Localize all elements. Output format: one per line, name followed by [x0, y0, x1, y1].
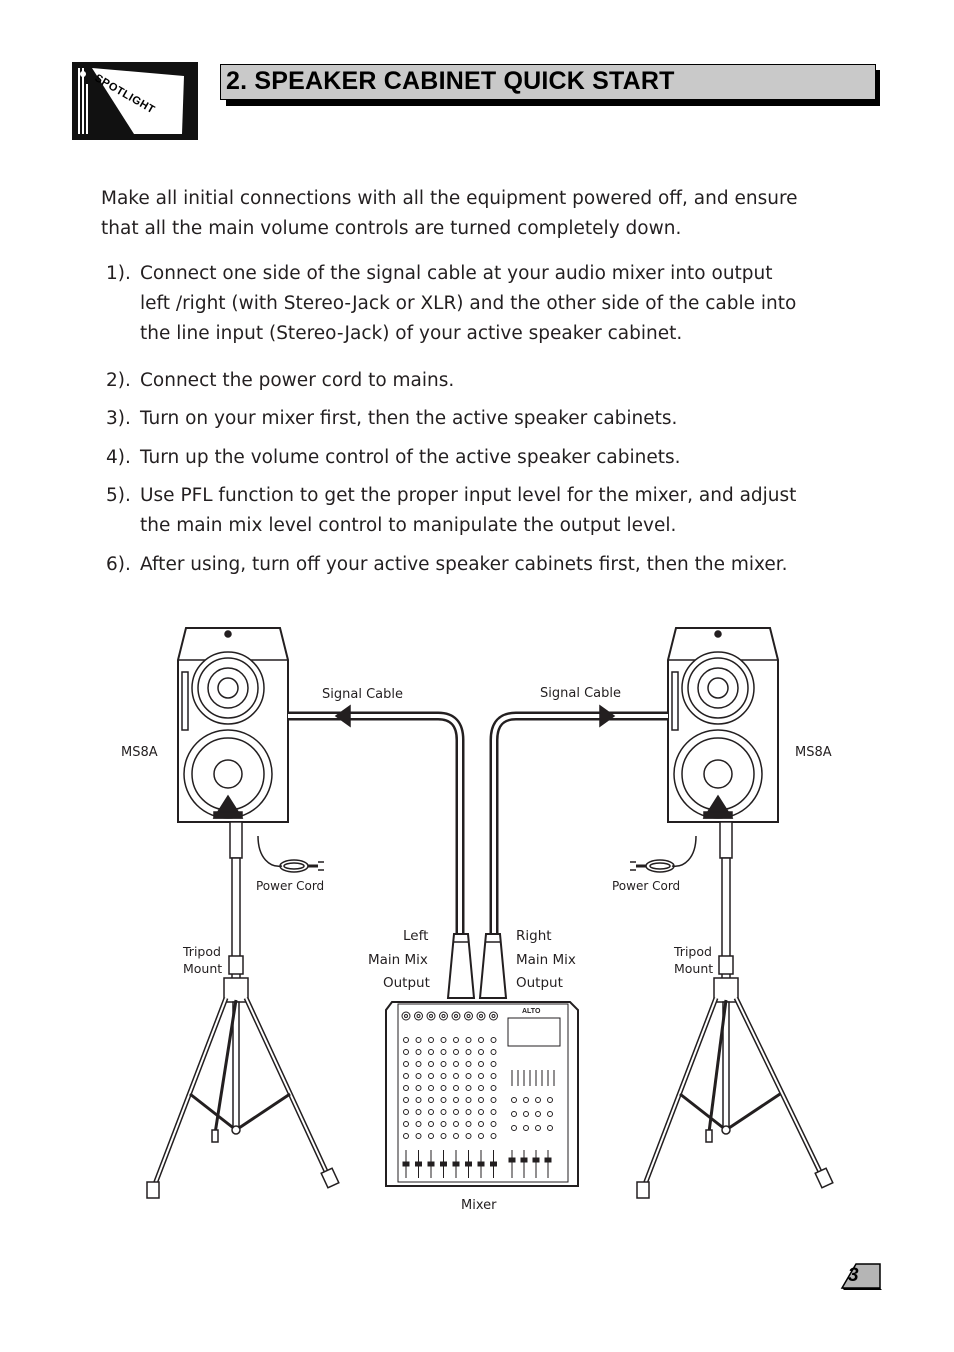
title-shadow	[875, 70, 880, 106]
left-tripod	[146, 821, 340, 1199]
title-bar	[220, 64, 876, 100]
intro-line: Make all initial connections with all th…	[101, 188, 798, 209]
left-output-label: Main Mix	[368, 952, 428, 968]
intro-paragraph: Make all initial connections with all th…	[101, 184, 798, 244]
speaker-model-label: MS8A	[795, 745, 832, 760]
step-number: 2).	[106, 370, 131, 391]
tripod-label: Tripod	[183, 944, 221, 959]
left-output-label: Output	[383, 975, 430, 991]
step-number: 3).	[106, 408, 131, 429]
step-number: 5).	[106, 485, 131, 506]
step-number: 4).	[106, 447, 131, 468]
right-signal-cable	[478, 704, 668, 999]
spotlight-logo: SPOTLIGHT	[72, 62, 198, 140]
step-text: After using, turn off your active speake…	[140, 554, 788, 575]
connection-diagram: ALTO	[146, 627, 834, 1199]
mixer: ALTO	[385, 1001, 579, 1187]
step-text: the main mix level control to manipulate…	[140, 515, 677, 536]
tripod-label: Mount	[674, 961, 714, 976]
right-power-cord	[630, 835, 697, 873]
right-tripod	[636, 821, 834, 1199]
step-text: left /right (with Stereo-Jack or XLR) an…	[140, 293, 797, 314]
step-text: Connect the power cord to mains.	[140, 370, 455, 391]
step-text: Turn up the volume control of the active…	[140, 447, 681, 468]
page-number: 3	[848, 1265, 859, 1286]
page-title: 2. SPEAKER CABINET QUICK START	[226, 67, 675, 95]
intro-line: that all the main volume controls are tu…	[101, 218, 682, 239]
right-speaker	[667, 627, 779, 823]
step-text: Use PFL function to get the proper input…	[140, 485, 797, 506]
left-signal-cable	[288, 704, 476, 999]
signal-cable-label: Signal Cable	[540, 686, 621, 701]
title-shadow	[226, 100, 880, 106]
tripod-label: Tripod	[674, 944, 712, 959]
step-text: Connect one side of the signal cable at …	[140, 263, 773, 284]
power-cord-label: Power Cord	[612, 879, 681, 893]
right-output-label: Output	[516, 975, 563, 991]
step-number: 6).	[106, 554, 131, 575]
signal-cable-label: Signal Cable	[322, 687, 403, 702]
mixer-brand: ALTO	[522, 1008, 541, 1015]
step-number: 1).	[106, 263, 131, 284]
step-text: Turn on your mixer first, then the activ…	[140, 408, 678, 429]
step-text: the line input (Stereo-Jack) of your act…	[140, 323, 683, 344]
left-output-label: Left	[403, 928, 429, 944]
right-output-label: Main Mix	[516, 952, 576, 968]
right-output-label: Right	[516, 928, 552, 944]
tripod-label: Mount	[183, 961, 223, 976]
page-number-badge	[840, 1263, 882, 1290]
power-cord-label: Power Cord	[256, 879, 325, 893]
left-power-cord	[257, 835, 324, 873]
left-speaker	[177, 627, 289, 823]
mixer-label: Mixer	[461, 1198, 497, 1213]
speaker-model-label: MS8A	[121, 745, 158, 760]
